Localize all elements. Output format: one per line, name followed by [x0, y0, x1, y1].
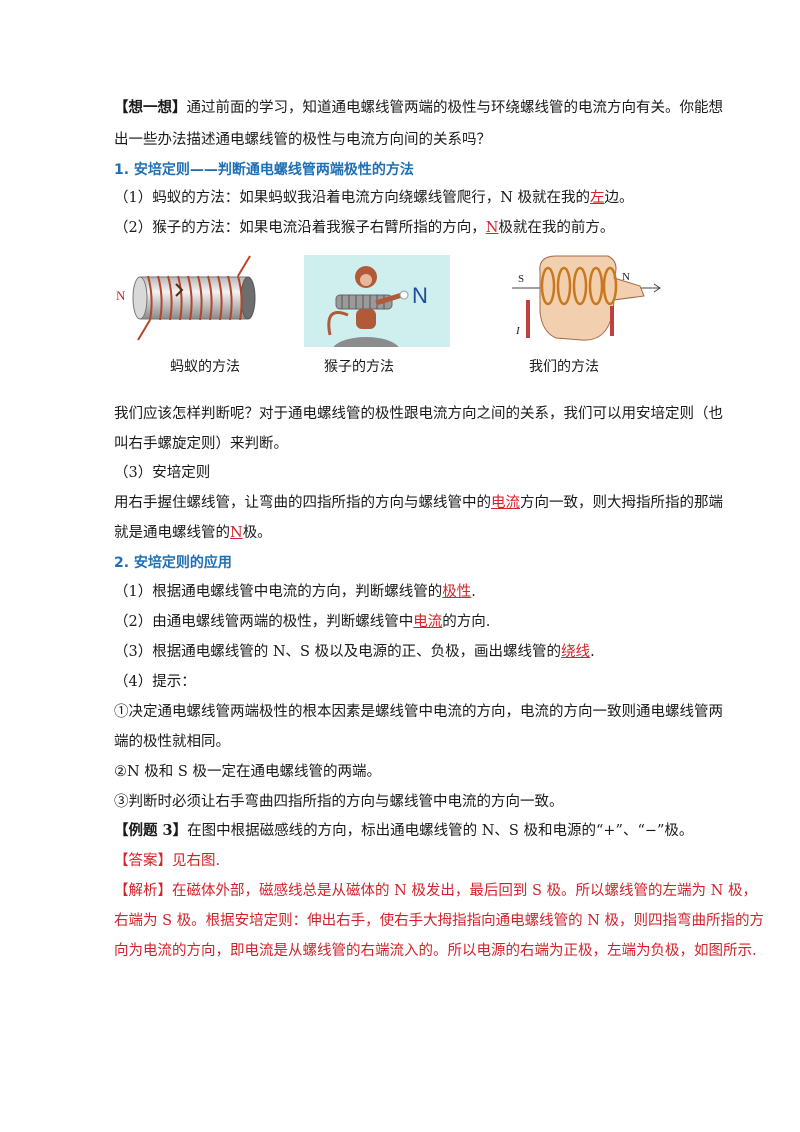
ant-method-text: （1）蚂蚁的方法：如果蚂蚁我沿着电流方向绕螺线管爬行，N 极就在我的 — [114, 190, 591, 206]
hand-figure-label-n: N — [622, 271, 630, 283]
app-item-1-answer: 极性 — [442, 584, 472, 600]
ant-icon — [175, 283, 184, 297]
app-item-1-text: （1）根据通电螺线管中电流的方向，判断螺线管的 — [114, 584, 443, 600]
example-tag: 【例题 3】 — [114, 822, 188, 839]
analysis-line-3: 向为电流的方向，即电流是从螺线管的右端流入的。所以电源的右端为正极，左端为负极，… — [114, 943, 757, 959]
ant-method-figure: N — [116, 255, 256, 341]
rule-answer-n: N — [230, 525, 243, 541]
ant-figure-label-n: N — [116, 288, 126, 303]
monkey-method-figure: N — [304, 255, 450, 347]
ant-method-end: 边。 — [604, 190, 634, 206]
rule-answer-current: 电流 — [491, 495, 520, 511]
app-item-3-end: . — [590, 644, 595, 660]
app-item-2: （2）由通电螺线管两端的极性，判断螺线管中电流的方向. — [114, 612, 490, 632]
think-tag: 【想一想】 — [114, 99, 187, 116]
app-item-3: （3）根据通电螺线管的 N、S 极以及电源的正、负极，画出螺线管的绕线. — [114, 642, 595, 662]
think-line-2: 出一些办法描述通电螺线管的极性与电流方向间的关系吗？ — [114, 132, 491, 148]
app-item-2-answer: 电流 — [413, 614, 443, 630]
rule-line-2: 就是通电螺线管的N极。 — [114, 523, 272, 543]
analysis-tag: 【解析】 — [114, 883, 172, 899]
example-line: 【例题 3】在图中根据磁感线的方向，标出通电螺线管的 N、S 极和电源的“+”、… — [114, 821, 693, 841]
monkey-method-line: （2）猴子的方法：如果电流沿着我猴子右臂所指的方向，N极就在我的前方。 — [114, 218, 614, 238]
monkey-method-text: （2）猴子的方法：如果电流沿着我猴子右臂所指的方向， — [114, 220, 486, 236]
answer-line: 【答案】见右图. — [114, 851, 220, 871]
monkey-method-end: 极就在我的前方。 — [498, 220, 615, 236]
rule-text-2-end: 极。 — [242, 525, 272, 541]
para1-line-2: 叫右手螺旋定则）来判断。 — [114, 436, 288, 452]
app-item-3-text: （3）根据通电螺线管的 N、S 极以及电源的正、负极，画出螺线管的 — [114, 644, 562, 660]
rule-text-2: 就是通电螺线管的 — [114, 525, 230, 541]
tip-3: ③判断时必须让右手弯曲四指所指的方向与螺线管中电流的方向一致。 — [114, 794, 564, 810]
tip-1-line-1: ①决定通电螺线管两端极性的根本因素是螺线管中电流的方向，电流的方向一致则通电螺线… — [114, 704, 723, 720]
para1-line-1: 我们应该怎样判断呢？对于通电螺线管的极性跟电流方向之间的关系，我们可以用安培定则… — [114, 406, 723, 422]
rule-text-1: 用右手握住螺线管，让弯曲的四指所指的方向与螺线管中的 — [114, 495, 491, 511]
example-text: 在图中根据磁感线的方向，标出通电螺线管的 N、S 极和电源的“+”、“−”极。 — [187, 823, 694, 839]
monkey-figure-label-n: N — [412, 283, 428, 308]
app-item-4: （4）提示： — [114, 674, 196, 690]
ant-caption: 蚂蚁的方法 — [170, 359, 240, 375]
rule-text-1-end: 方向一致，则大拇指所指的那端 — [520, 495, 723, 511]
app-item-3-answer: 绕线 — [561, 644, 591, 660]
section2-heading: 2. 安培定则的应用 — [114, 555, 232, 571]
rule-label: （3）安培定则 — [114, 465, 211, 481]
think-line-1: 【想一想】通过前面的学习，知道通电螺线管两端的极性与环绕螺线管的电流方向有关。你… — [114, 98, 723, 118]
hand-method-figure: S N I — [512, 255, 661, 341]
app-item-1-end: . — [471, 584, 476, 600]
rule-line-1: 用右手握住螺线管，让弯曲的四指所指的方向与螺线管中的电流方向一致，则大拇指所指的… — [114, 493, 723, 513]
ant-method-line: （1）蚂蚁的方法：如果蚂蚁我沿着电流方向绕螺线管爬行，N 极就在我的左边。 — [114, 188, 634, 208]
analysis-line-1: 【解析】在磁体外部，磁感线总是从磁体的 N 极发出，最后回到 S 极。所以螺线管… — [114, 881, 757, 901]
answer-text: 见右图. — [172, 853, 221, 869]
section1-heading: 1. 安培定则——判断通电螺线管两端极性的方法 — [114, 162, 414, 178]
app-item-2-end: 的方向. — [442, 614, 491, 630]
think-text-1: 通过前面的学习，知道通电螺线管两端的极性与环绕螺线管的电流方向有关。你能想 — [186, 100, 724, 116]
monkey-caption: 猴子的方法 — [324, 359, 394, 375]
analysis-text-1: 在磁体外部，磁感线总是从磁体的 N 极发出，最后回到 S 极。所以螺线管的左端为… — [172, 883, 757, 899]
analysis-line-2: 右端为 S 极。根据安培定则：伸出右手，使右手大拇指指向通电螺线管的 N 极，则… — [114, 913, 765, 929]
monkey-answer: N — [485, 220, 499, 236]
hand-figure-label-s: S — [518, 273, 524, 285]
ant-answer: 左 — [590, 190, 605, 206]
app-item-1: （1）根据通电螺线管中电流的方向，判断螺线管的极性. — [114, 582, 476, 602]
tip-1-line-2: 端的极性就相同。 — [114, 734, 230, 750]
answer-tag: 【答案】 — [114, 853, 172, 869]
tip-2: ②N 极和 S 极一定在通电螺线管的两端。 — [114, 764, 381, 780]
hand-figure-label-i: I — [515, 325, 521, 337]
app-item-2-text: （2）由通电螺线管两端的极性，判断螺线管中 — [114, 614, 414, 630]
hand-caption: 我们的方法 — [529, 359, 599, 375]
globe-shape — [333, 337, 399, 347]
